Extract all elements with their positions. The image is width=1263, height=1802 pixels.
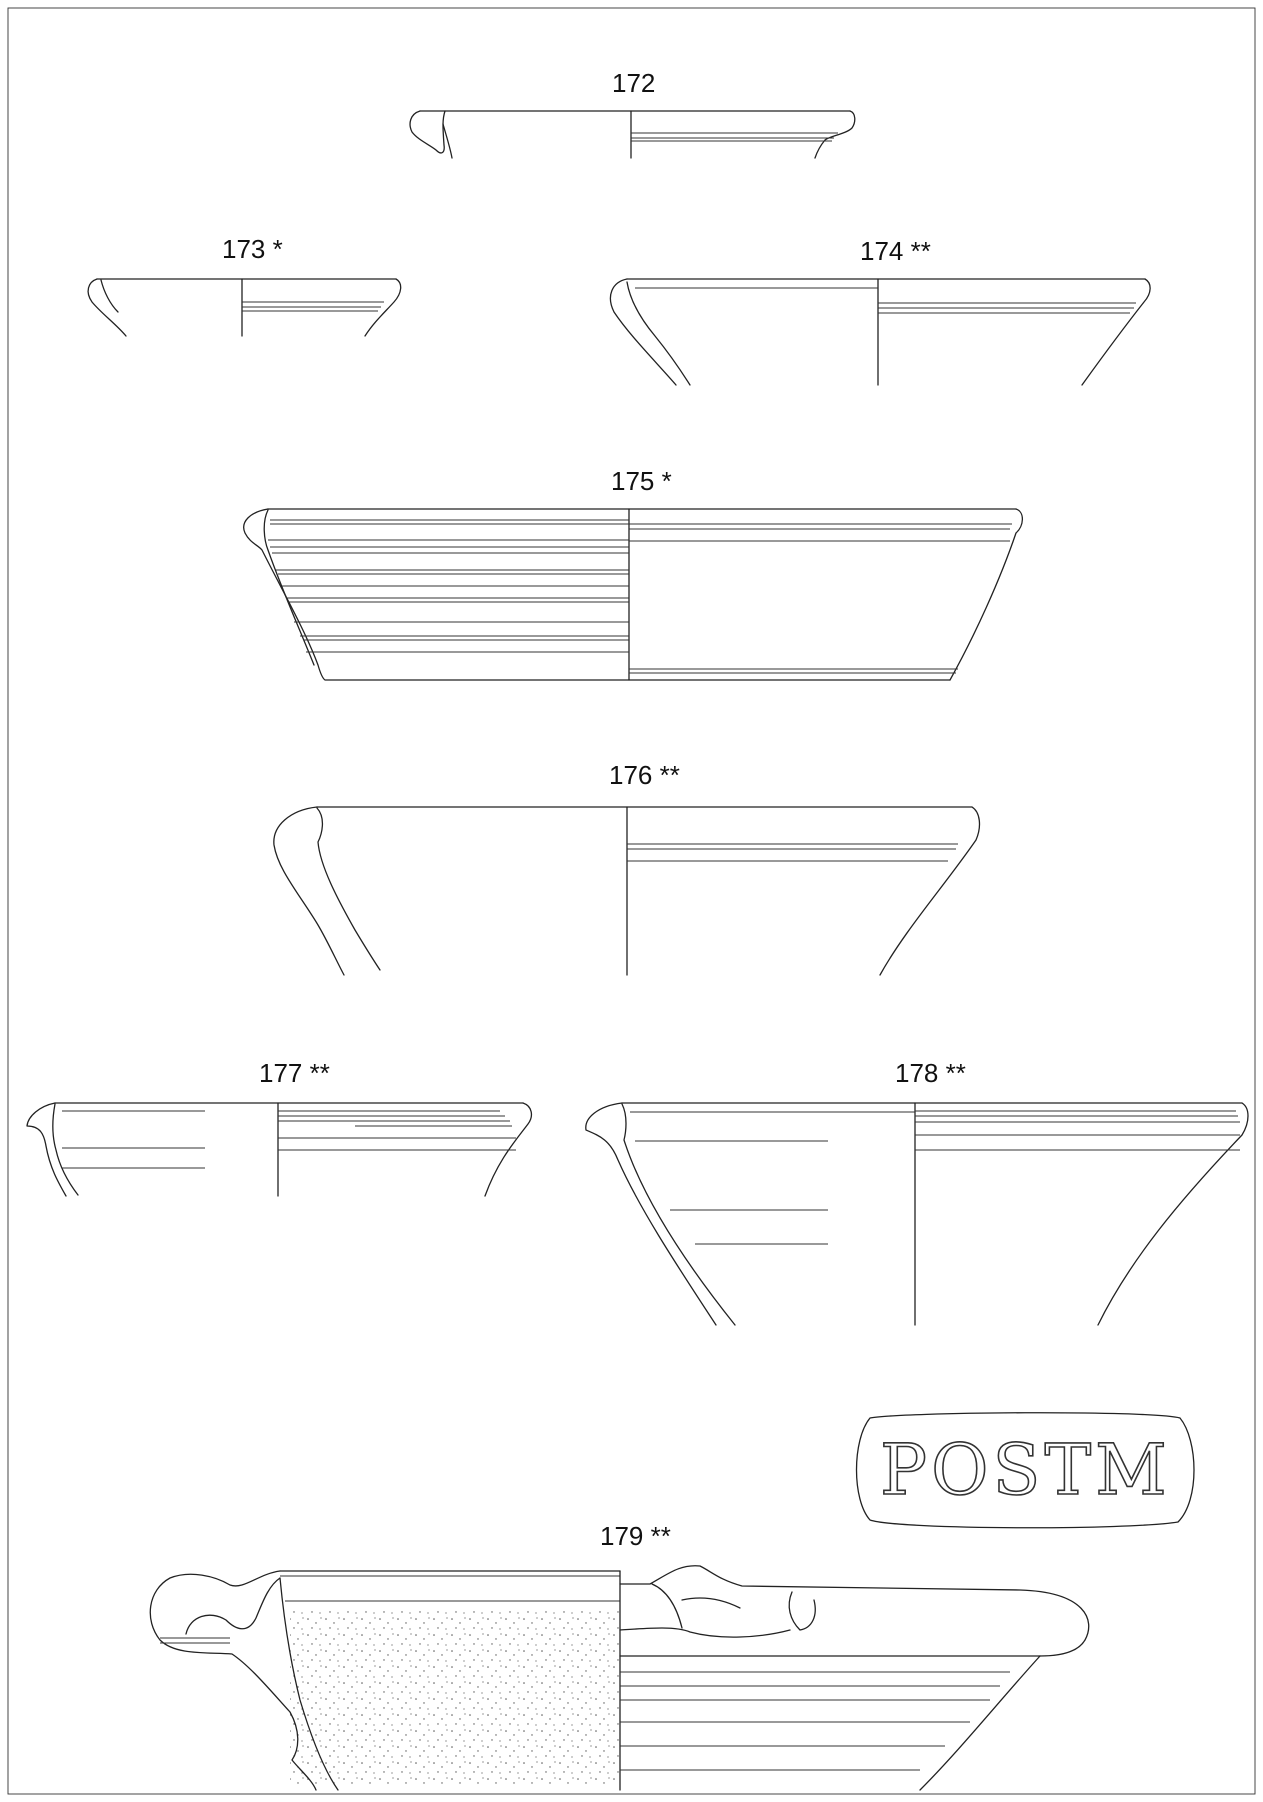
label-173: 173 * — [222, 234, 283, 264]
label-172: 172 — [612, 68, 656, 98]
vessel-176 — [273, 806, 981, 976]
vessel-173 — [87, 278, 402, 337]
vessel-175 — [243, 508, 1024, 681]
label-174: 174 ** — [860, 236, 931, 266]
stamp-postm: POSTM — [855, 1412, 1195, 1529]
label-177: 177 ** — [259, 1058, 330, 1088]
vessel-179 — [149, 1565, 1090, 1791]
stamp-text: POSTM — [880, 1429, 1171, 1511]
label-175: 175 * — [611, 466, 672, 496]
vessel-177 — [26, 1102, 533, 1197]
page-frame — [7, 7, 1256, 1795]
vessel-178 — [585, 1102, 1249, 1326]
vessel-172 — [409, 110, 856, 159]
label-178: 178 ** — [895, 1058, 966, 1088]
vessel-174 — [609, 278, 1151, 386]
label-179: 179 ** — [600, 1521, 671, 1551]
label-176: 176 ** — [609, 760, 680, 790]
